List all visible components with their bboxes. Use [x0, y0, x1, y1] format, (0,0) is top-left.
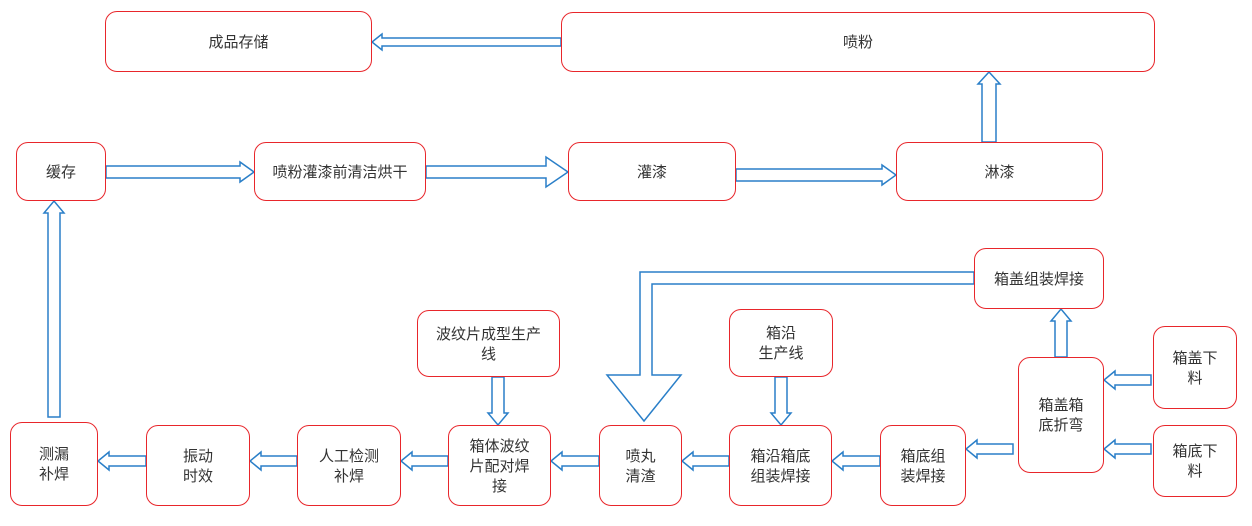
arrow-leak-to-buffer: [42, 199, 66, 418]
arrow-leak-from-vibration: [96, 450, 147, 472]
node-edge-bottom-weld: 箱沿箱底 组装焊接: [729, 425, 832, 506]
node-manual-inspect: 人工检测 补焊: [297, 425, 401, 506]
node-lid-cutting: 箱盖下 料: [1153, 326, 1237, 409]
node-lid-weld: 箱盖组装焊接: [974, 248, 1104, 309]
node-bottom-cutting: 箱底下 料: [1153, 425, 1237, 497]
arrow-preclean-to-fill: [425, 155, 570, 189]
arrow-pour-to-powder: [976, 70, 1002, 143]
node-leak-repair: 测漏 补焊: [10, 422, 98, 506]
node-pre-clean-dry: 喷粉灌漆前清洁烘干: [254, 142, 426, 201]
arrow-bottom-from-bend: [964, 438, 1014, 460]
arrow-vibration-from-inspect: [248, 450, 298, 472]
node-lid-bottom-bend: 箱盖箱 底折弯: [1018, 357, 1104, 473]
arrow-blast-from-edgebottom: [680, 450, 730, 472]
node-bottom-weld: 箱底组 装焊接: [880, 425, 966, 506]
arrow-bottomcut-to-bend: [1102, 438, 1152, 460]
node-corrugated-line: 波纹片成型生产 线: [417, 310, 560, 377]
arrow-lidcut-to-bend: [1102, 369, 1152, 391]
arrow-corrugated-to-body: [486, 376, 510, 427]
node-powder-spray: 喷粉: [561, 12, 1155, 72]
node-paint-fill: 灌漆: [568, 142, 736, 201]
arrow-lidweld-to-blast: [605, 271, 975, 423]
arrow-edgebottom-from-bottom: [830, 450, 881, 472]
node-buffer: 缓存: [16, 142, 106, 201]
arrow-edgeline-to-edgebottom: [769, 376, 793, 427]
node-vibration-aging: 振动 时效: [146, 425, 250, 506]
arrow-body-from-blast: [549, 450, 600, 472]
node-body-weld: 箱体波纹 片配对焊 接: [448, 425, 551, 506]
arrow-powder-to-storage: [370, 32, 562, 52]
node-paint-pour: 淋漆: [896, 142, 1103, 201]
arrow-buffer-to-preclean: [105, 160, 256, 184]
arrow-bend-to-lidweld: [1049, 307, 1073, 358]
arrow-fill-to-pour: [735, 163, 898, 187]
node-edge-line: 箱沿 生产线: [729, 309, 833, 377]
node-finished-storage: 成品存储: [105, 11, 372, 72]
node-shot-blast: 喷丸 清渣: [599, 425, 682, 506]
arrow-inspect-from-body: [399, 450, 449, 472]
